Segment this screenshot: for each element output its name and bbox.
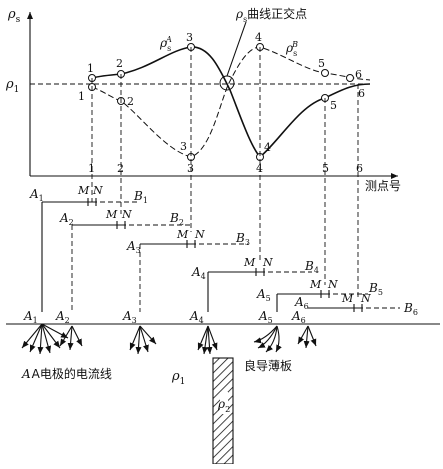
current-lines	[21, 323, 317, 355]
array-MN-labels: M N M N M N M N M N M N	[77, 184, 371, 305]
x-tick-2: 2	[117, 162, 124, 175]
N-3: N	[194, 228, 205, 241]
upper-label-4: 4	[255, 31, 262, 44]
M-6: M	[341, 292, 354, 305]
x-tick-3: 3	[187, 162, 194, 175]
plate-label: 良导薄板	[244, 358, 292, 373]
array-B1: B1	[133, 189, 148, 205]
station-guides	[91, 47, 359, 300]
array-B-labels: B1 B2 B3 B4 B5 B6	[133, 189, 418, 317]
ground-A6: A6	[291, 309, 306, 325]
ground-A4: A4	[189, 309, 204, 325]
upper-label-3: 3	[186, 31, 193, 44]
upper-label-1: 1	[87, 62, 94, 75]
ground-rho1-label: ρ1	[171, 369, 185, 387]
x-tick-4: 4	[256, 162, 263, 175]
array-A1: A1	[29, 187, 44, 203]
upper-label-6: 6	[355, 68, 362, 81]
array-B3: B3	[235, 231, 250, 247]
ground-A3: A3	[122, 309, 137, 325]
x-tick-1: 1	[88, 162, 95, 175]
electrode-arrays	[41, 198, 400, 312]
callout-leader	[226, 21, 247, 77]
array-B2: B2	[169, 211, 184, 227]
array-B6: B6	[403, 301, 418, 317]
array-A-labels: A1 A2 A3 A4 A5 A6	[29, 187, 309, 311]
x-tick-labels: 1 2 3 4 5 6	[88, 162, 363, 175]
rho1-axis-label: ρ1	[5, 77, 19, 95]
orthogonal-point-callout: ρs曲线正交点	[235, 6, 307, 24]
lower-label-4: 4	[264, 141, 271, 154]
plate-rho2-label: ρ2	[217, 397, 230, 414]
upper-label-2: 2	[116, 57, 123, 70]
curve-A-label: ρsA	[159, 35, 172, 53]
ground-A1: A1	[23, 309, 38, 325]
array-A3: A3	[126, 239, 141, 255]
x-axis-label: 测点号	[365, 179, 401, 193]
lower-label-2: 2	[127, 95, 134, 108]
ground-A5: A5	[258, 309, 273, 325]
N-1: N	[92, 184, 103, 197]
N-5: N	[327, 278, 338, 291]
array-A6: A6	[294, 295, 309, 311]
array-A5: A5	[256, 287, 271, 303]
M-4: M	[243, 256, 256, 269]
array-B5: B5	[368, 281, 383, 297]
ground-A-labels: A1 A2 A3 A4 A5 A6	[23, 309, 306, 325]
array-A2: A2	[59, 211, 74, 227]
curve-point-labels: 1 2 3 4 5 6 1 2 3 4 5 6	[78, 31, 365, 154]
curve-B-label: ρsB	[285, 40, 298, 58]
lower-label-3: 3	[180, 140, 187, 153]
N-2: N	[121, 208, 132, 221]
y-axis-label: ρs	[7, 7, 21, 25]
N-6: N	[360, 292, 371, 305]
lower-label-5: 5	[330, 99, 337, 112]
plate-label-bg	[220, 392, 228, 414]
ground-A2: A2	[55, 309, 70, 325]
M-1: M	[77, 184, 90, 197]
x-tick-5: 5	[322, 162, 329, 175]
lower-label-1: 1	[78, 90, 85, 103]
M-5: M	[309, 278, 322, 291]
M-3: M	[176, 228, 189, 241]
N-4: N	[262, 256, 273, 269]
array-A4: A4	[191, 265, 206, 281]
x-tick-6: 6	[356, 162, 363, 175]
lower-label-6: 6	[358, 87, 365, 100]
array-B4: B4	[304, 259, 319, 275]
upper-label-5: 5	[318, 57, 325, 70]
M-2: M	[105, 208, 118, 221]
current-line-caption: AA电极的电流线	[21, 366, 112, 381]
